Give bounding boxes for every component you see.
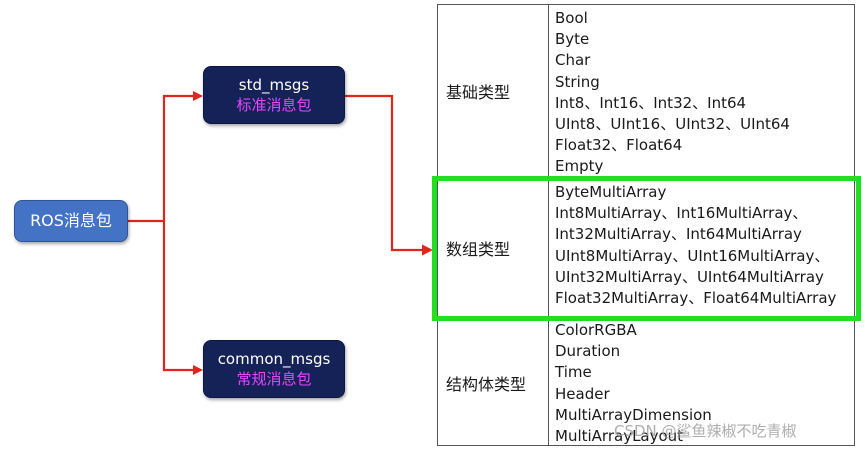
connector-root-to-common — [162, 221, 195, 372]
connector-root-to-std — [128, 94, 195, 223]
arrowhead-array — [422, 244, 433, 256]
type-list: ColorRGBA Duration Time Header MultiArra… — [548, 319, 855, 446]
type-item: ColorRGBA — [555, 321, 637, 339]
type-list: Bool Byte Char String Int8、Int16、Int32、I… — [548, 4, 855, 177]
array-types-highlight-box — [432, 176, 861, 321]
type-item: ByteMultiArray — [555, 183, 667, 201]
type-item: UInt8、UInt16、UInt32、UInt64 — [555, 115, 790, 134]
ros-message-package-node: ROS消息包 — [14, 200, 128, 242]
common-msgs-name: common_msgs — [217, 350, 331, 368]
type-item: Bool — [555, 9, 588, 27]
watermark: CSDN @鲨鱼辣椒不吃青椒 — [614, 422, 797, 440]
root-label: ROS消息包 — [30, 211, 112, 230]
category-label: 数组类型 — [446, 240, 511, 259]
common-msgs-subtitle: 常规消息包 — [236, 370, 312, 388]
std-msgs-name: std_msgs — [238, 76, 310, 94]
type-item: Float32MultiArray、Float64MultiArray — [555, 289, 837, 308]
table-row-array-types: 数组类型 ByteMultiArray Int8MultiArray、Int16… — [437, 178, 855, 318]
type-item: Byte — [555, 30, 590, 49]
type-item: Int32MultiArray、Int64MultiArray — [555, 225, 802, 244]
category-label: 基础类型 — [446, 82, 511, 102]
type-item: Int8MultiArray、Int16MultiArray、 — [555, 204, 808, 223]
arrowhead-common — [193, 365, 203, 375]
type-item: String — [555, 72, 600, 91]
arrowhead-std — [193, 91, 203, 101]
type-item: Header — [555, 384, 610, 403]
type-item: Time — [555, 363, 592, 382]
std-msgs-node: std_msgs 标准消息包 — [203, 66, 345, 124]
type-item: UInt8MultiArray、UInt16MultiArray、 — [555, 246, 830, 265]
type-item: Int8、Int16、Int32、Int64 — [555, 93, 747, 112]
type-item: MultiArrayLayout — [555, 427, 684, 446]
category-label: 结构体类型 — [446, 374, 527, 394]
type-item: Duration — [555, 342, 621, 361]
type-list: ByteMultiArray Int8MultiArray、Int16Multi… — [548, 178, 855, 318]
type-item: Char — [555, 51, 591, 70]
type-table — [437, 4, 855, 446]
type-item: Float32、Float64 — [555, 136, 683, 155]
common-msgs-node: common_msgs 常规消息包 — [203, 340, 345, 398]
type-item: Empty — [555, 157, 604, 176]
type-item: UInt32MultiArray、UInt64MultiArray — [555, 267, 824, 286]
std-msgs-subtitle: 标准消息包 — [236, 96, 312, 114]
table-row-struct-types: 结构体类型 ColorRGBA Duration Time Header Mul… — [437, 318, 855, 446]
table-row-basic-types: 基础类型 Bool Byte Char String Int8、Int16、In… — [437, 4, 855, 178]
connector-std-to-array — [345, 94, 423, 252]
type-item: MultiArrayDimension — [555, 405, 712, 424]
